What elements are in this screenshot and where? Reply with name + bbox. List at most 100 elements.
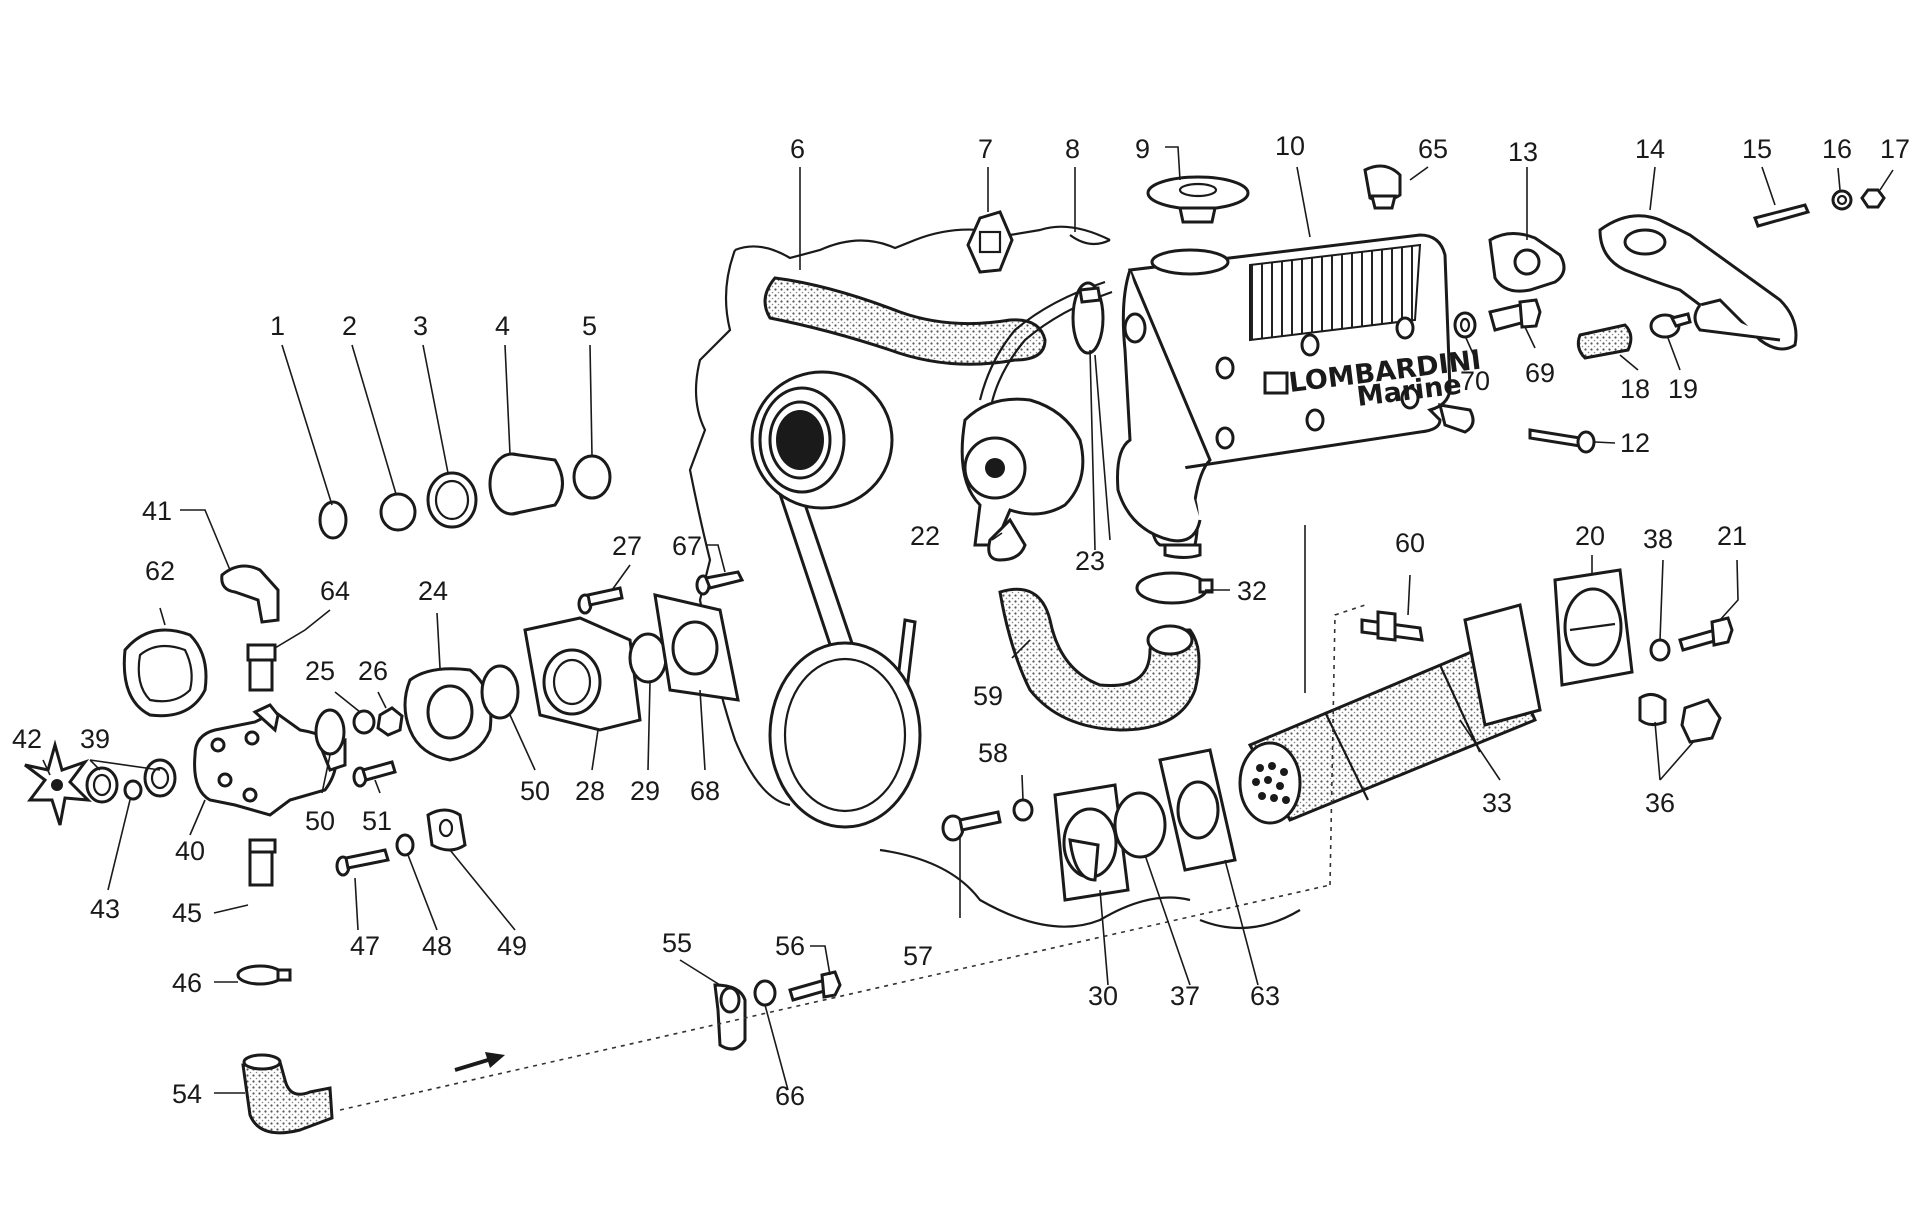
plate-33-end [1463,603,1542,727]
washer-70 [1453,311,1477,339]
label-15: 15 [1742,134,1772,164]
clamp-46 [236,964,292,986]
label-49: 49 [497,931,527,961]
label-36: 36 [1645,788,1675,818]
label-14: 14 [1635,134,1665,164]
screw-56 [788,970,842,1002]
label-5: 5 [582,311,597,341]
washer-25 [352,709,376,735]
label-10: 10 [1275,131,1305,161]
nipple-69 [1488,298,1542,332]
label-57: 57 [903,941,933,971]
screw-47 [335,848,390,877]
gasket-63 [1158,748,1237,872]
upper-hose [763,276,1047,366]
cam-49 [426,808,467,852]
clamp-32 [1135,571,1214,605]
screw-51 [352,760,397,788]
flow-arrow [454,1052,505,1072]
label-50-left: 50 [305,806,335,836]
label-33: 33 [1482,788,1512,818]
label-22: 22 [910,521,940,551]
elbow-41 [220,564,280,624]
bush-39b [143,758,177,798]
heat-exchanger-tank: LOMBARDINI Marine [1116,233,1483,559]
label-29: 29 [630,776,660,806]
label-6: 6 [790,134,805,164]
plug-65 [1363,164,1402,210]
label-32: 32 [1237,576,1267,606]
nut-26 [376,706,404,737]
label-47: 47 [350,931,380,961]
tube-bundle-33 [1238,638,1537,825]
label-45: 45 [172,898,202,928]
flange-24 [403,667,493,762]
washer-48 [395,833,415,857]
label-48: 48 [422,931,452,961]
label-46: 46 [172,968,202,998]
label-26: 26 [358,656,388,686]
gear-1 [318,500,348,540]
nipple-60 [1360,610,1424,642]
label-63: 63 [1250,981,1280,1011]
label-51: 51 [362,806,392,836]
drive-gear-4 [488,452,564,516]
label-3: 3 [413,311,428,341]
plate-68 [653,593,740,702]
water-pump-pulley [750,370,894,510]
label-37: 37 [1170,981,1200,1011]
label-65: 65 [1418,134,1448,164]
label-23: 23 [1075,546,1105,576]
oring-29 [628,632,668,684]
label-20: 20 [1575,521,1605,551]
crank-pulley [768,641,922,829]
impeller-42 [24,739,92,826]
cover-20 [1553,568,1634,687]
nut-17 [1860,188,1886,209]
label-21: 21 [1717,521,1747,551]
fitting-45 [248,838,277,887]
label-59: 59 [973,681,1003,711]
plug-36 [1638,693,1722,744]
clip-55 [713,983,747,1051]
label-24: 24 [418,576,448,606]
cover-30 [1053,783,1130,902]
label-70: 70 [1460,366,1490,396]
clamp-19 [1649,312,1692,339]
label-7: 7 [978,134,993,164]
fitting-64 [246,643,277,692]
washer-58 [1012,798,1034,822]
exhaust-elbow-14 [1598,214,1798,351]
label-18: 18 [1620,374,1650,404]
label-62: 62 [145,556,175,586]
bush-39 [85,766,119,804]
gasket-7 [966,210,1014,274]
label-12: 12 [1620,428,1650,458]
label-38: 38 [1643,524,1673,554]
filler-cap-9 [1146,175,1250,224]
oring-2 [379,492,417,532]
label-66: 66 [775,1081,805,1111]
engine-block-outline [688,225,1301,930]
oring-50a [314,708,346,756]
label-8: 8 [1065,134,1080,164]
label-56: 56 [775,931,805,961]
screw-21 [1678,616,1734,652]
oring-5 [572,454,612,500]
label-17: 17 [1880,134,1910,164]
routing-dashed-lines [339,604,1366,1111]
lower-hose [998,587,1201,732]
label-27: 27 [612,531,642,561]
label-69: 69 [1525,358,1555,388]
label-60: 60 [1395,528,1425,558]
label-68: 68 [690,776,720,806]
housing-28 [523,616,642,732]
part-labels: 1 2 3 4 5 6 7 8 9 10 12 13 14 15 16 17 1… [12,131,1910,1111]
gasket-13 [1488,232,1566,293]
ring-3 [426,471,478,529]
label-42: 42 [12,724,42,754]
label-40: 40 [175,836,205,866]
washer-66 [753,979,777,1007]
label-39: 39 [80,724,110,754]
